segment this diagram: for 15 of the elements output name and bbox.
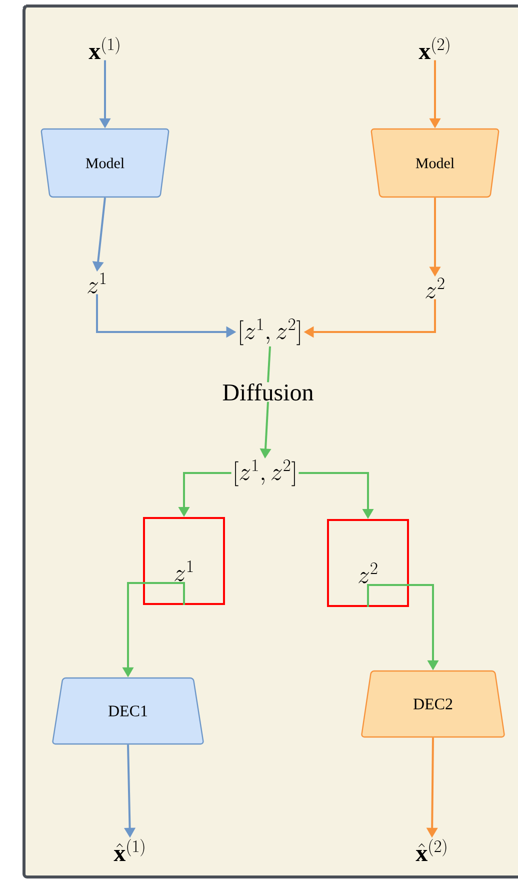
latent-symbol: $z^{2}$: [426, 278, 444, 298]
encoder-trapezoid: Model: [40, 128, 170, 198]
output-symbol: $\hat{\mathbf{x}}^{(1)}$: [114, 839, 144, 861]
output-symbol: $\hat{\mathbf{x}}^{(2)}$: [416, 839, 446, 861]
latent-symbol: $z^{1}$: [88, 272, 106, 294]
decoder-trapezoid: DEC1: [52, 677, 204, 745]
highlight-box: $z^{2}$: [327, 519, 409, 607]
encoder-trapezoid: Model: [370, 128, 500, 198]
latent-pair: $[z^{1}, z^{2}]$: [240, 318, 300, 346]
input-symbol: $\mathbf{x}^{(2)}$: [418, 37, 450, 59]
highlight-box: $z^{1}$: [143, 517, 225, 605]
decoder-trapezoid: DEC2: [361, 670, 505, 738]
input-symbol: $\mathbf{x}^{(1)}$: [88, 37, 120, 59]
latent-pair: $[z^{1}, z^{2}]$: [235, 460, 295, 486]
process-label: Diffusion: [222, 383, 314, 401]
